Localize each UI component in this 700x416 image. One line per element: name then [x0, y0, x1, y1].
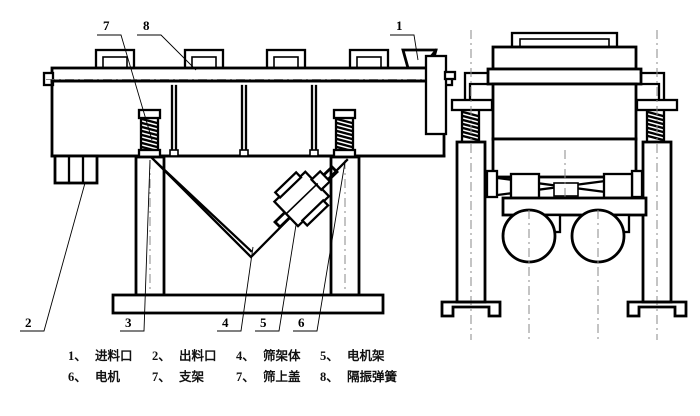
callout-5: 5 [260, 315, 267, 330]
callout-2: 2 [25, 315, 32, 330]
legend-item-label: 筛架体 [263, 348, 301, 363]
callout-4: 4 [222, 315, 229, 330]
clamp-block [265, 48, 307, 70]
clamp-block [183, 48, 225, 70]
side-support-legs [440, 30, 688, 340]
legend-item-number: 1、 [68, 349, 87, 363]
screen-top-cover-clamps [94, 48, 390, 70]
legend-row-2: 6、 电机 7、 支架 7、 筛上盖 8、 隔振弹簧 [68, 369, 398, 384]
side-motor-assembly [501, 150, 648, 340]
callout-7: 7 [103, 18, 110, 33]
legend-item-label: 进料口 [95, 348, 133, 363]
legend-item-number: 7、 [152, 370, 171, 384]
callout-6: 6 [298, 315, 305, 330]
side-view [424, 30, 688, 340]
legend-item-number: 8、 [320, 370, 339, 384]
callout-1: 1 [396, 18, 403, 33]
legend-item-label: 支架 [178, 369, 205, 384]
legend-item-number: 5、 [320, 349, 339, 363]
isolation-spring-right [332, 108, 357, 159]
callout-numbers: 7 8 1 2 3 4 5 6 [25, 18, 403, 330]
legend-item-label: 电机架 [347, 348, 385, 363]
clamp-block [348, 48, 390, 70]
support-frame [111, 155, 385, 315]
isolation-spring-left [137, 108, 162, 159]
callout-8: 8 [143, 18, 150, 33]
legend-item-number: 7、 [236, 370, 255, 384]
legend-item-label: 出料口 [179, 348, 217, 363]
callout-3: 3 [125, 315, 132, 330]
legend-item-number: 4、 [236, 349, 255, 363]
side-support-arms [463, 71, 666, 110]
front-view [42, 48, 454, 315]
callout-leaders [20, 34, 419, 332]
legend-item-number: 6、 [68, 370, 87, 384]
legend-item-label: 电机 [95, 369, 121, 384]
discharge-outlet [53, 154, 99, 185]
screen-upper-cover-plate [42, 66, 454, 87]
side-left-stub [424, 54, 457, 136]
legend-item-number: 2、 [152, 349, 171, 363]
side-upper-body [486, 45, 643, 86]
legend-item-label: 隔振弹簧 [347, 369, 398, 384]
legend-item-label: 筛上盖 [263, 369, 301, 384]
legend-row-1: 1、 进料口 2、 出料口 4、 筛架体 5、 电机架 [68, 348, 385, 363]
motor [272, 169, 332, 228]
legend: 1、 进料口 2、 出料口 4、 筛架体 5、 电机架 6、 电机 7、 支架 … [68, 348, 398, 384]
